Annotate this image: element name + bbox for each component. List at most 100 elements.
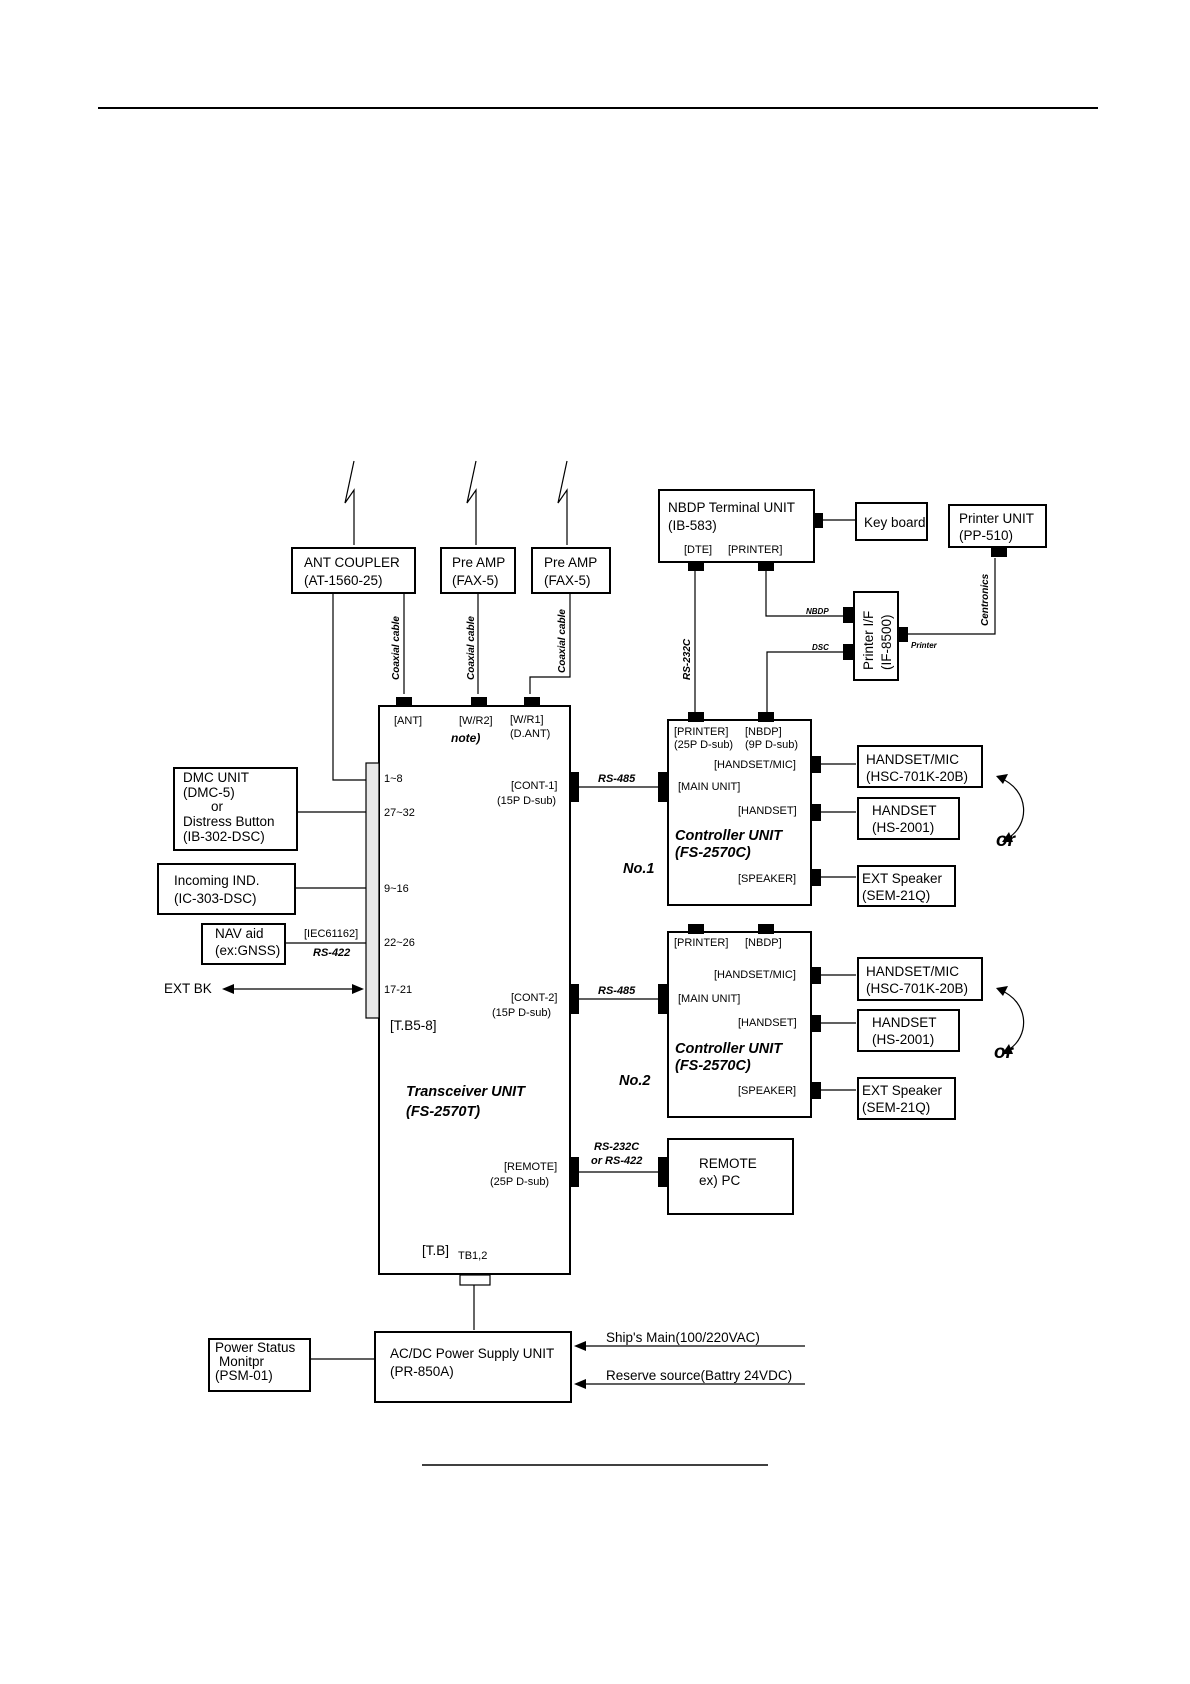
cont2-port-label: [CONT-2] [511,992,557,1004]
ctrl2-speaker-port: [SPEAKER] [738,1085,796,1097]
coax-label-3: Coaxial cable [557,609,568,673]
port-connectors [396,513,1007,1187]
printer-if-name: Printer I/F [861,611,876,670]
pin-label: 17-21 [384,984,412,996]
tb12-label: TB1,2 [458,1250,487,1262]
rs485-2-label: RS-485 [598,985,636,997]
note-label: note) [451,731,480,745]
handset-2-model: (HS-2001) [872,1032,934,1047]
power-supply-model: (PR-850A) [390,1364,454,1379]
speaker-1-model: (SEM-21Q) [862,888,930,903]
power-status-line-3: (PSM-01) [215,1368,273,1383]
handset-1-box [857,797,960,840]
speaker-2-name: EXT Speaker [862,1083,943,1098]
tb-label: [T.B] [422,1243,449,1258]
dmc-line-1: DMC UNIT [183,770,249,785]
ctrl2-model: (FS-2570C) [675,1058,751,1074]
printer-if-model: (IF-8500) [879,614,894,670]
printer-line-label: Printer [911,641,938,650]
nav-aid-model: (ex:GNSS) [215,943,280,958]
port-ant-label: [ANT] [394,715,422,727]
ant-coupler-name: ANT COUPLER [304,555,400,570]
ctrl2-nbdp-port: [NBDP] [745,937,782,949]
rs232c-nbdp-label: RS-232C [682,638,693,680]
remote-port-label: [REMOTE] [504,1161,557,1173]
dmc-line-4: Distress Button [183,814,275,829]
dmc-line-2: (DMC-5) [183,785,235,800]
power-supply-box [374,1331,572,1403]
pin-label: 22~26 [384,937,415,949]
incoming-ind-name: Incoming IND. [174,873,260,888]
tb5-label: [T.B5-8] [390,1018,437,1033]
dsc-label: DSC [812,643,829,652]
nbdp-terminal-model: (IB-583) [668,518,717,533]
coax-label-2: Coaxial cable [466,616,477,680]
ctrl1-speaker-port: [SPEAKER] [738,873,796,885]
tb-connector [459,1274,491,1286]
handset-mic-2-name: HANDSET/MIC [866,964,959,979]
nbdp-terminal-name: NBDP Terminal UNIT [668,500,795,515]
port-dant-label: (D.ANT) [510,728,550,740]
rs232c-remote-label: RS-232C [594,1141,640,1153]
incoming-ind-model: (IC-303-DSC) [174,891,257,906]
keyboard-box [855,502,928,541]
nav-aid-box [201,923,286,965]
power-supply-name: AC/DC Power Supply UNIT [390,1346,554,1361]
power-status-line-1: Power Status [215,1340,296,1355]
dmc-unit-box [173,767,298,851]
controller-1-box [667,719,812,906]
ctrl1-model: (FS-2570C) [675,845,751,861]
ctrl2-name: Controller UNIT [675,1041,783,1057]
ctrl2-main-port: [MAIN UNIT] [678,993,740,1005]
ctrl2-handset-port: [HANDSET] [738,1017,797,1029]
nbdp-port-dte: [DTE] [684,544,712,556]
iec-label: [IEC61162] [304,928,358,940]
remote-model: ex) PC [699,1173,741,1188]
printer-unit-model: (PP-510) [959,528,1013,543]
pre-amp-2-model: (FAX-5) [544,573,591,588]
ctrl1-handset-port: [HANDSET] [738,805,797,817]
or-label-1: or [996,830,1017,851]
transceiver-box [378,705,571,1275]
cont1-port-label: [CONT-1] [511,780,557,792]
ctrl1-name: Controller UNIT [675,828,783,844]
antenna-icon [557,460,568,545]
ships-main-label: Ship's Main(100/220VAC) [606,1330,760,1345]
rs422-label: RS-422 [313,947,350,959]
speaker-2-model: (SEM-21Q) [862,1100,930,1115]
nbdp-label: NBDP [806,607,829,616]
keyboard-label: Key board [864,515,926,530]
nbdp-port-printer: [PRINTER] [728,544,782,556]
ctrl1-nbdp-port: [NBDP] [745,726,782,738]
cont1-sub-label: (15P D-sub) [497,795,556,807]
speaker-1-box [857,865,956,907]
remote-sub-label: (25P D-sub) [490,1176,549,1188]
handset-1-model: (HS-2001) [872,820,934,835]
or-rs422-label: or RS-422 [591,1155,642,1167]
ctrl1-nbdp-sub: (9P D-sub) [745,739,798,751]
handset-mic-1-name: HANDSET/MIC [866,752,959,767]
ctrl2-printer-port: [PRINTER] [674,937,728,949]
ctrl1-main-port: [MAIN UNIT] [678,781,740,793]
nbdp-terminal-box [658,489,815,563]
pre-amp-2-box [531,547,611,594]
antenna-icon [344,460,355,545]
pre-amp-1-model: (FAX-5) [452,573,499,588]
pre-amp-2-name: Pre AMP [544,555,597,570]
handset-mic-1-box [857,745,983,788]
port-wr2-label: [W/R2] [459,715,493,727]
controller-2-box [667,931,812,1118]
remote-name: REMOTE [699,1156,757,1171]
dmc-line-3: or [211,799,224,814]
port-wr1-label: [W/R1] [510,714,544,726]
handset-mic-1-model: (HSC-701K-20B) [866,769,968,784]
speaker-2-box [857,1077,956,1120]
dmc-line-5: (IB-302-DSC) [183,829,265,844]
incoming-ind-box [157,863,296,915]
nav-aid-name: NAV aid [215,926,264,941]
handset-2-name: HANDSET [872,1015,937,1030]
transceiver-model: (FS-2570T) [406,1104,480,1120]
reserve-source-label: Reserve source(Battry 24VDC) [606,1368,792,1383]
ant-coupler-box [291,547,416,594]
